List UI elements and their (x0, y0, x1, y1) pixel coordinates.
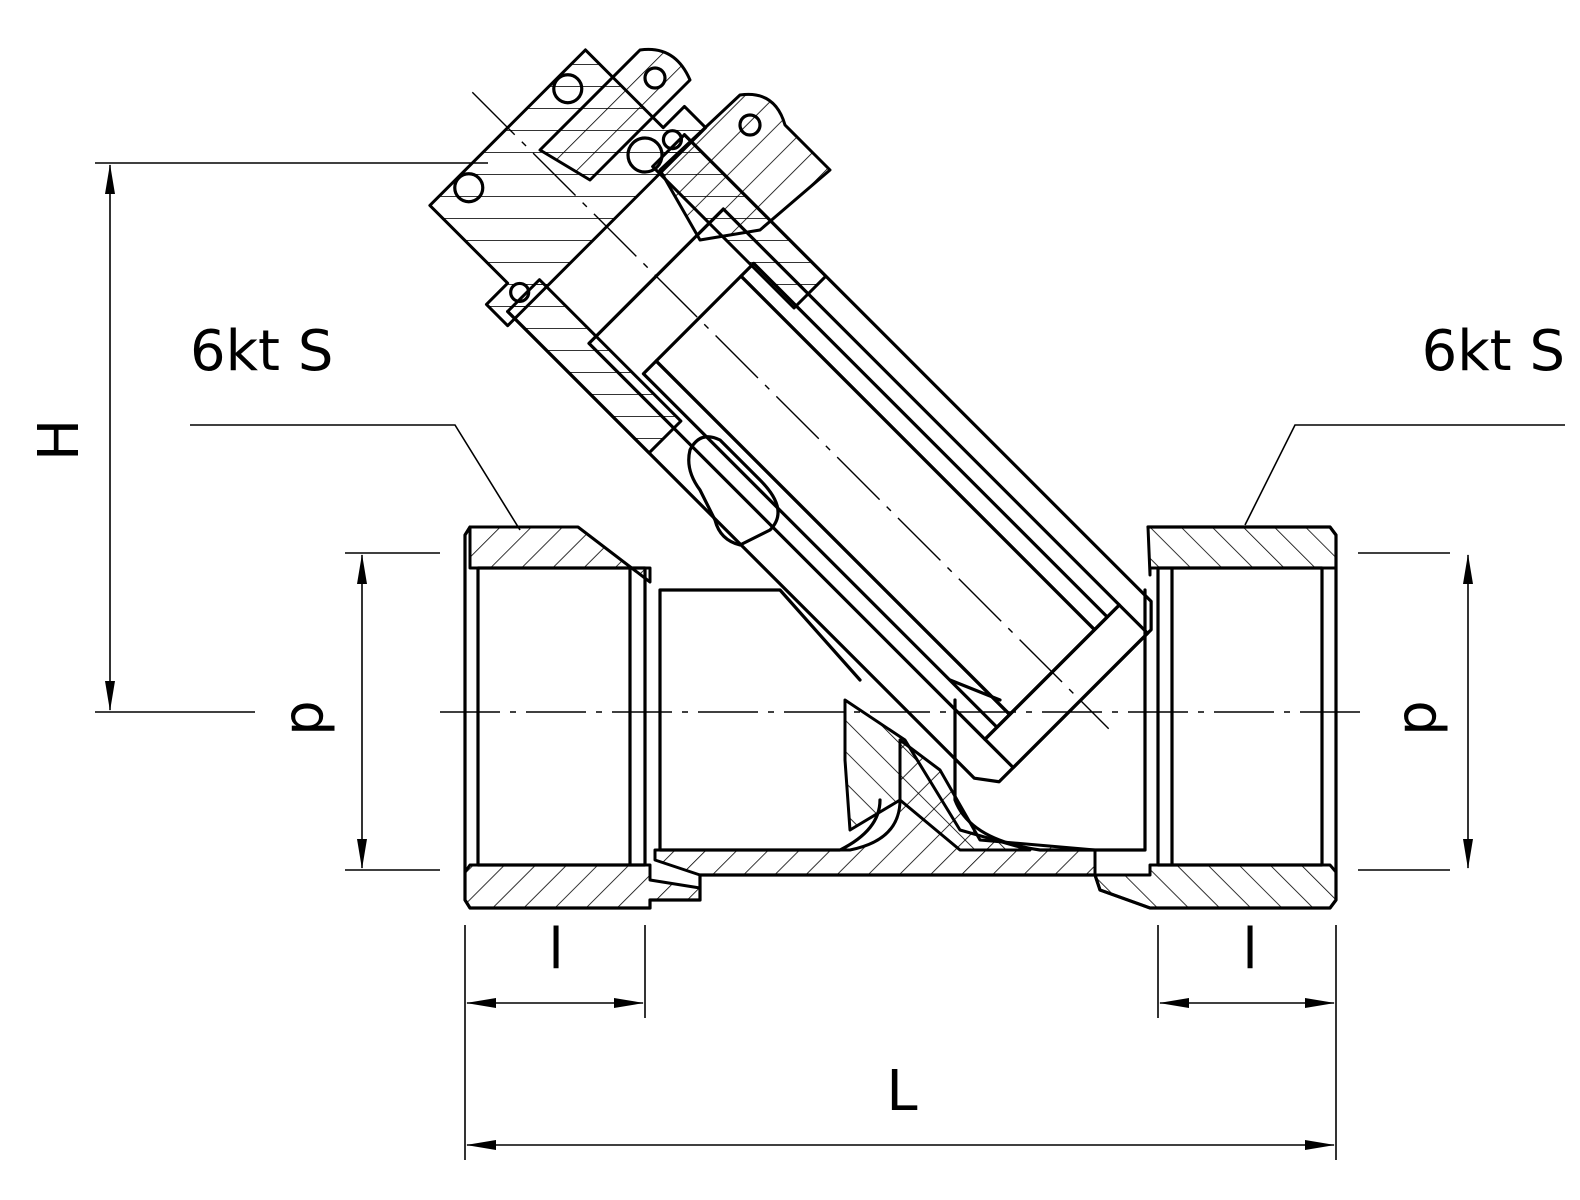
strainer-housing (506, 133, 1153, 784)
drain-caps (538, 47, 832, 547)
seal-o-ring-1 (552, 73, 584, 105)
cap-pin-right (738, 113, 762, 137)
valve-body (463, 525, 1338, 910)
seal-o-ring-4 (509, 281, 531, 304)
hex-right-leader (1244, 424, 1565, 526)
hex-left-label: 6kt S (190, 319, 333, 384)
strainer-assembly (428, 48, 1153, 784)
strainer-axis (471, 91, 1110, 730)
height-label: H (27, 419, 92, 461)
dimensions (95, 162, 1565, 1160)
cap-head-left (538, 47, 692, 182)
mesh-blob (687, 435, 780, 547)
diameter-left-label: d (278, 700, 343, 736)
length-label: L (886, 1059, 917, 1124)
cap-seal (626, 136, 664, 174)
cap-head-right (658, 92, 832, 242)
seal-o-ring-2 (453, 172, 485, 204)
thread-left-label: l (548, 917, 564, 982)
thread-right-label: l (1242, 917, 1258, 982)
hex-left-leader (190, 424, 521, 531)
right-bore (1156, 566, 1324, 867)
housing-wall-bottom (506, 278, 683, 455)
partition-wall (843, 698, 1032, 852)
cap-pin-left (643, 66, 667, 90)
hex-right-label: 6kt S (1422, 319, 1565, 384)
left-top-wall (468, 525, 652, 584)
screen-mesh-top (739, 261, 1109, 632)
labels: 6kt S 6kt S H d d l l L (27, 319, 1565, 1124)
body-outline (463, 525, 1338, 910)
diameter-right-label: d (1391, 700, 1456, 736)
screen-mesh-bottom (641, 359, 1012, 729)
left-bore (476, 566, 647, 867)
seal-o-ring-3 (661, 129, 684, 151)
inner-channel (658, 588, 1147, 852)
